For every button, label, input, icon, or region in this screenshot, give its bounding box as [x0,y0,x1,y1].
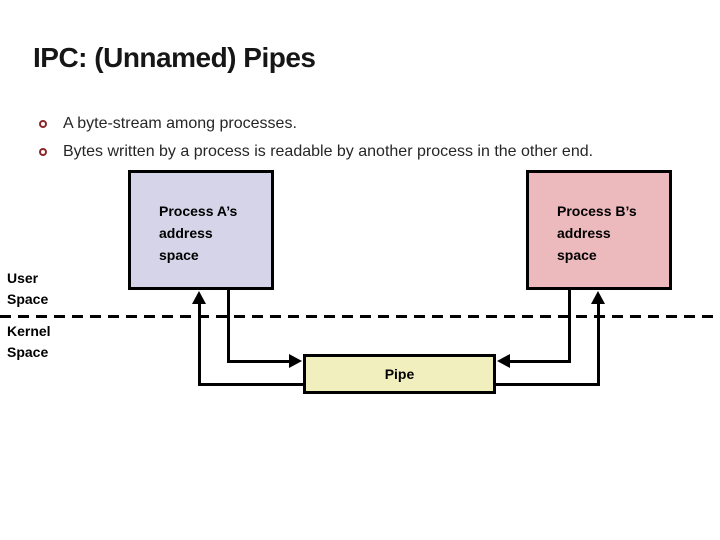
arrow-a-write-horizontal-line [227,360,289,363]
arrow-a-write-arrowhead-icon [289,354,302,368]
process-b-label: address [557,225,611,241]
arrow-a-read-vertical-line [198,303,201,386]
user-space-line: User [7,270,39,286]
arrow-b-write-horizontal-line [510,360,571,363]
bullet-icon [39,120,47,128]
process-a-box: Process A’s address space [128,170,274,290]
bullet-list: A byte-stream among processes. Bytes wri… [39,111,699,167]
bullet-text: Bytes written by a process is readable b… [63,143,594,160]
kernel-space-label: Kernel Space [7,321,51,363]
user-space-label: User Space [7,268,48,310]
page-title: IPC: (Unnamed) Pipes [33,42,316,73]
pipe-label: Pipe [384,366,415,382]
arrow-b-read-arrowhead-icon [591,291,605,304]
process-b-box: Process B’s address space [526,170,672,290]
arrow-b-write-arrowhead-icon [497,354,510,368]
bullet-item: Bytes written by a process is readable b… [39,139,699,167]
process-a-label: Process A’s [159,203,238,219]
pipe-box: Pipe [303,354,496,394]
process-a-label: address [159,225,213,241]
user-space-line: Space [7,291,49,307]
process-b-label: Process B’s [557,203,637,219]
arrow-b-read-vertical-line [597,303,600,386]
arrow-b-write-vertical-line [568,290,571,363]
user-kernel-divider [0,315,720,318]
kernel-space-line: Kernel [7,323,51,339]
arrow-a-read-arrowhead-icon [192,291,206,304]
arrow-a-write-vertical-line [227,290,230,363]
bullet-icon [39,148,47,156]
process-a-label: space [159,247,199,263]
kernel-space-line: Space [7,344,49,360]
bullet-item: A byte-stream among processes. [39,111,699,139]
arrow-a-read-horizontal-line [198,383,303,386]
arrow-b-read-horizontal-line [496,383,600,386]
bullet-text: A byte-stream among processes. [63,115,297,132]
process-b-label: space [557,247,597,263]
